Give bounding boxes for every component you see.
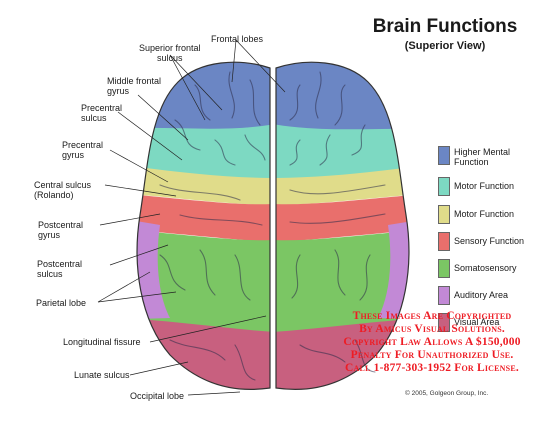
sulci-texture — [159, 71, 386, 381]
motor-region-right — [276, 124, 409, 180]
label-postcentral-gyrus: Postcentral gyrus — [38, 220, 84, 240]
hemisphere-outlines — [136, 61, 410, 390]
legend-label: Sensory Function — [454, 236, 525, 246]
diagram-title: Brain Functions — [372, 16, 518, 37]
visual-region-left — [137, 318, 270, 390]
legend-label: Motor Function — [454, 209, 515, 219]
legend-swatch — [438, 259, 450, 278]
watermark-line: Copyright Law Allows A $150,000 — [343, 336, 521, 348]
leader-lines — [97, 39, 286, 396]
watermark-line: Penalty For Unauthorized Use. — [350, 349, 514, 361]
legend-swatch — [438, 232, 450, 251]
motor-region-left — [137, 124, 270, 180]
label-lunate-sulcus: Lunate sulcus — [74, 370, 130, 380]
legend-label: Motor Function — [454, 181, 515, 191]
legend-swatch — [438, 313, 450, 332]
label-postcentral-sulcus: Postcentral sulcus — [37, 259, 83, 279]
copyright-notice: © 2005, Golgeon Group, Inc. — [405, 390, 489, 397]
legend-swatch — [438, 177, 450, 196]
label-central-sulcus: Central sulcus (Rolando) — [34, 180, 92, 200]
watermark-line: Call 1-877-303-1952 For License. — [345, 362, 519, 374]
auditory-region-right — [378, 215, 409, 320]
label-frontal-lobes: Frontal lobes — [211, 34, 264, 44]
watermark-line: These Images Are Copyrighted — [352, 310, 512, 322]
label-occipital-lobe: Occipital lobe — [130, 391, 185, 401]
legend-label: Auditory Area — [454, 290, 509, 300]
legend-swatch — [438, 286, 450, 305]
copyright-watermark: These Images Are Copyrighted By Amicus V… — [318, 310, 546, 375]
legend-label: Visual Area — [454, 317, 500, 327]
legend-label: Higher Mental Function — [454, 147, 511, 167]
label-precentral-sulcus: Precentral sulcus — [81, 103, 123, 123]
label-superior-frontal-sulcus: Superior frontal sulcus — [139, 43, 201, 63]
diagram-subtitle: (Superior View) — [404, 40, 486, 52]
legend-swatch — [438, 146, 450, 165]
legend-label: Somatosensory — [454, 263, 517, 273]
label-middle-frontal-gyrus: Middle frontal gyrus — [107, 76, 162, 96]
label-parietal-lobe: Parietal lobe — [36, 298, 87, 308]
label-precentral-gyrus: Precentral gyrus — [62, 140, 104, 160]
somatosensory-region-left — [137, 228, 270, 335]
auditory-region-left — [137, 215, 170, 320]
watermark-line: By Amicus Visual Solutions. — [359, 323, 505, 335]
legend-swatch — [438, 205, 450, 224]
label-longitudinal-fissure: Longitudinal fissure — [63, 337, 141, 347]
